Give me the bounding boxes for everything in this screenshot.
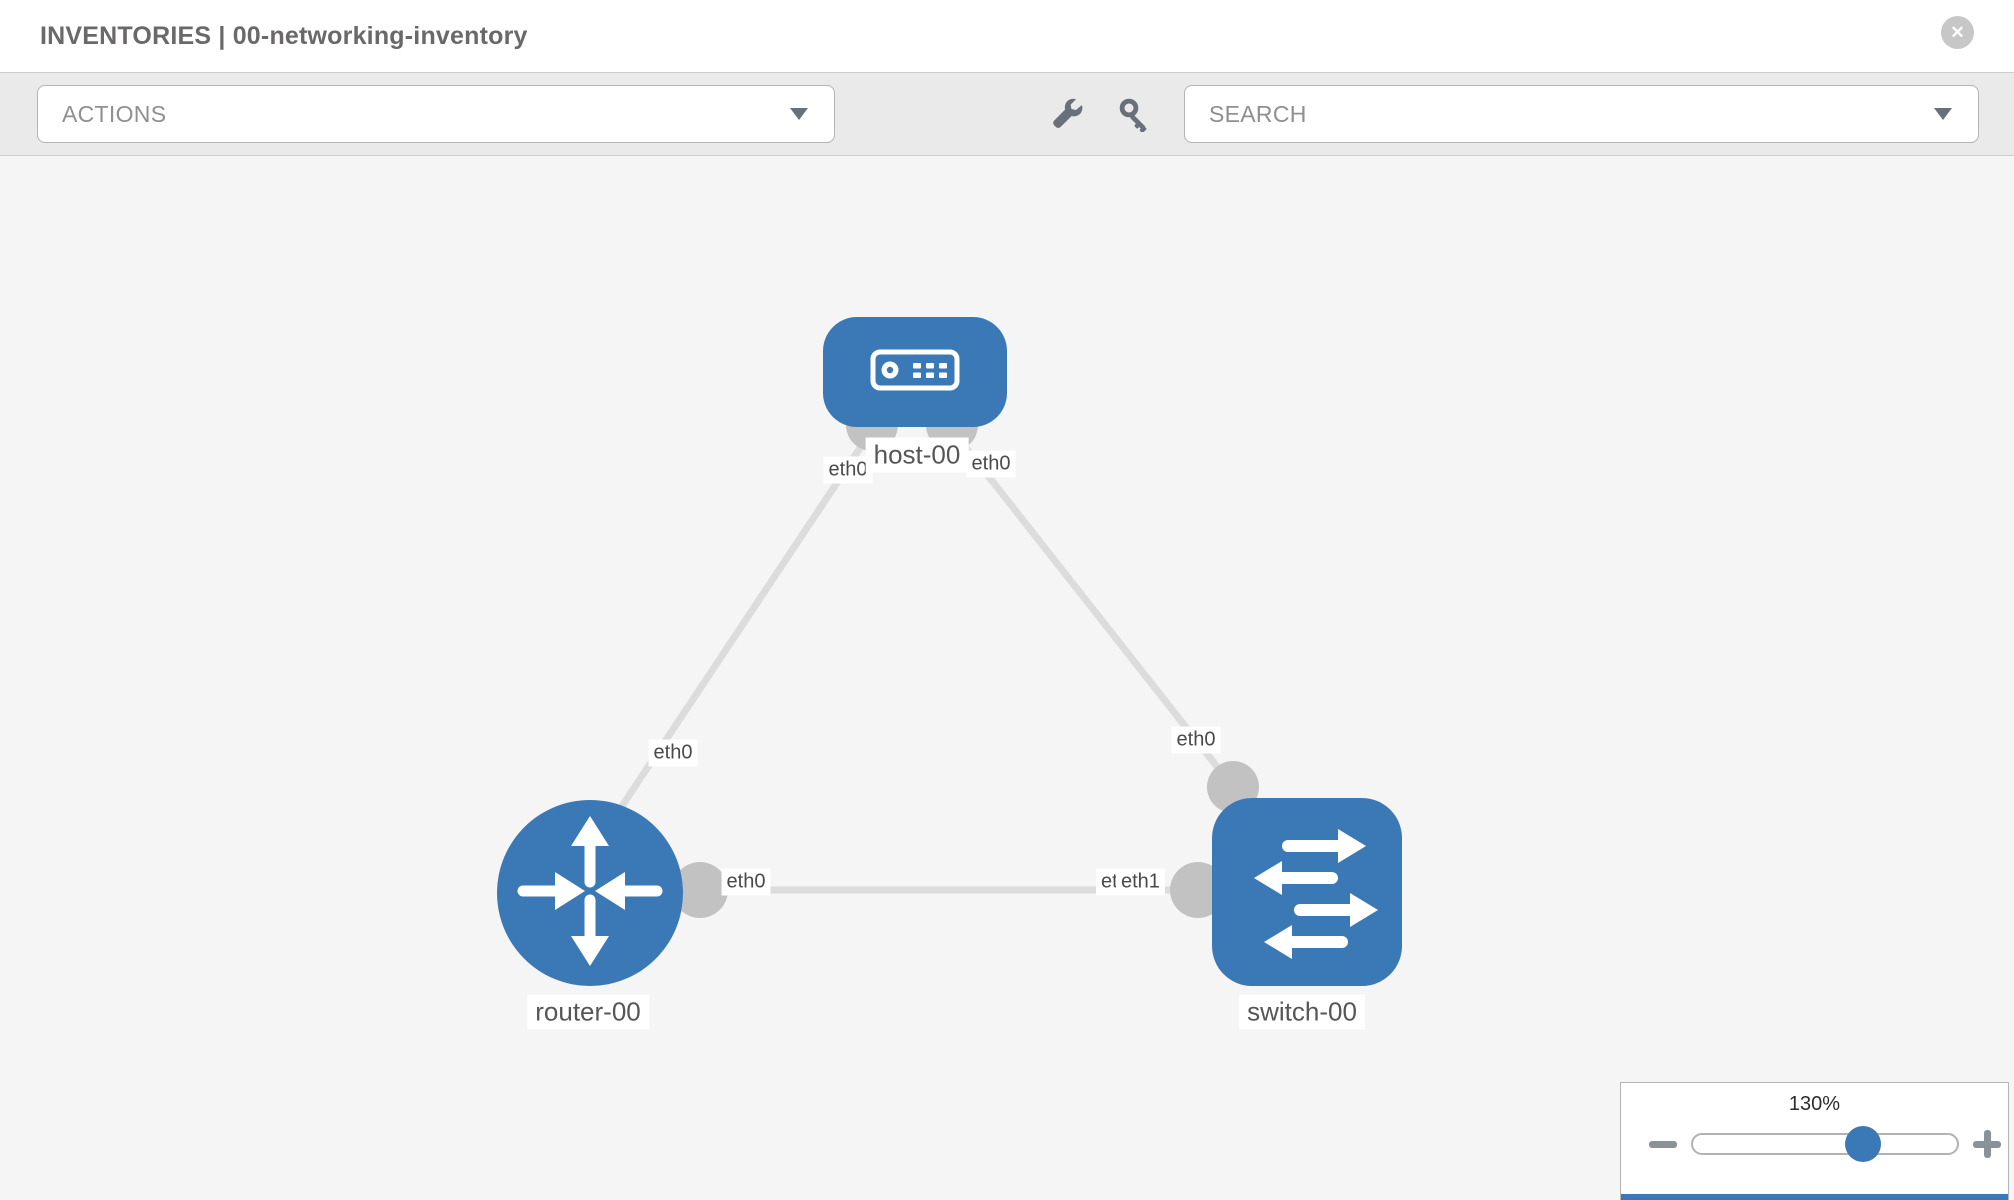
zoom-slider-thumb[interactable]	[1845, 1126, 1881, 1162]
toolbar: ACTIONS SEARCH	[0, 72, 2014, 156]
node-switch-00[interactable]	[1212, 798, 1402, 986]
node-router-00[interactable]	[497, 800, 683, 986]
node-label-switch-00: switch-00	[1239, 994, 1365, 1030]
search-placeholder: SEARCH	[1209, 100, 1307, 127]
zoom-out-icon[interactable]	[1649, 1141, 1677, 1148]
wrench-icon	[1049, 96, 1085, 135]
zoom-level-value: 130%	[1788, 1093, 1841, 1115]
zoom-slider-track[interactable]	[1691, 1133, 1959, 1155]
zoom-control-panel: 130%	[1620, 1082, 2009, 1200]
router-arrows-icon	[497, 798, 683, 989]
chevron-down-icon	[1934, 108, 1952, 120]
key-icon	[1117, 96, 1153, 135]
iface-label: eth0	[648, 739, 698, 767]
zoom-in-icon[interactable]	[1973, 1130, 2001, 1158]
close-x-glyph: ✕	[1950, 22, 1965, 42]
iface-label: eth1	[1116, 868, 1165, 896]
node-host-00[interactable]	[823, 317, 1007, 427]
iface-label: eth0	[1171, 726, 1221, 754]
node-label-router-00: router-00	[527, 994, 649, 1030]
topology-canvas[interactable]: eth0 eth0 eth0 eth0 eth0 eth0 eth1 host-…	[0, 156, 2014, 1200]
chevron-down-icon	[790, 108, 808, 120]
page-title: INVENTORIES | 00-networking-inventory	[40, 22, 528, 50]
node-label-host-00: host-00	[865, 437, 969, 473]
iface-label: eth0	[966, 450, 1016, 478]
switch-arrows-icon	[1212, 796, 1402, 989]
close-icon[interactable]: ✕	[1941, 16, 1974, 49]
iface-label: eth0	[823, 456, 873, 484]
search-dropdown[interactable]: SEARCH	[1184, 85, 1979, 143]
plus-vertical-bar	[1984, 1130, 1991, 1158]
actions-dropdown[interactable]: ACTIONS	[37, 85, 835, 143]
window-header: INVENTORIES | 00-networking-inventory ✕	[0, 0, 2014, 72]
credentials-key-button[interactable]	[1112, 92, 1158, 138]
bottom-blue-bar	[1621, 1194, 2008, 1200]
topology-edges-layer	[615, 399, 1259, 918]
iface-label: eth0	[721, 868, 771, 896]
configure-wrench-button[interactable]	[1044, 92, 1090, 138]
actions-dropdown-label: ACTIONS	[62, 100, 167, 127]
host-device-icon	[869, 348, 961, 397]
